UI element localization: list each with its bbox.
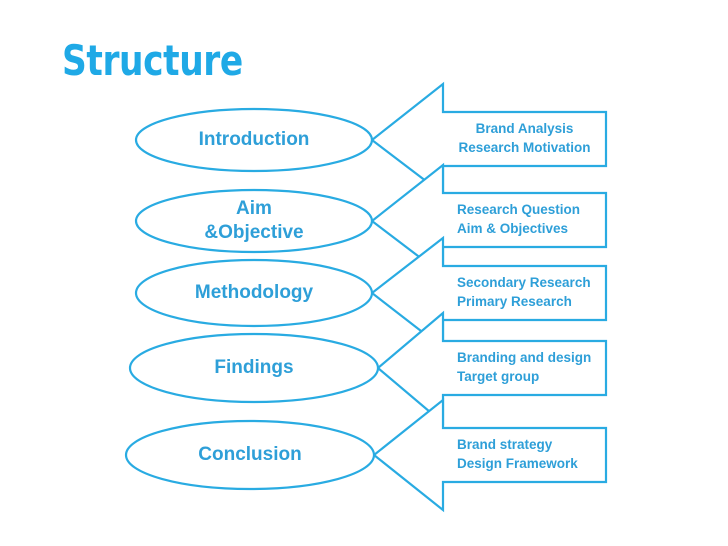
- callout-shape-findings[interactable]: [376, 310, 608, 426]
- node-label-aim-objective-1: &Objective: [204, 222, 303, 243]
- page-title: Structure: [62, 36, 243, 85]
- node-label-introduction-0: Introduction: [199, 129, 310, 150]
- node-ellipse-aim-objective[interactable]: [134, 188, 374, 254]
- callout-line-methodology-0: Secondary Research: [457, 275, 591, 290]
- callout-line-conclusion-0: Brand strategy: [457, 437, 553, 452]
- callout-line-aim-objective-0: Research Question: [457, 202, 580, 217]
- callout-line-methodology-1: Primary Research: [457, 294, 572, 309]
- node-ellipse-findings[interactable]: [128, 332, 380, 404]
- callout-shape-methodology[interactable]: [370, 235, 608, 351]
- node-label-methodology-0: Methodology: [195, 282, 314, 303]
- node-label-conclusion-0: Conclusion: [198, 444, 301, 465]
- callout-shape-introduction[interactable]: [370, 81, 608, 197]
- node-label-aim-objective-0: Aim: [236, 198, 272, 219]
- node-ellipse-methodology[interactable]: [134, 258, 374, 328]
- callout-line-aim-objective-1: Aim & Objectives: [457, 221, 568, 236]
- node-label-findings-0: Findings: [214, 357, 293, 378]
- callout-shape-conclusion[interactable]: [372, 397, 608, 513]
- node-ellipse-introduction[interactable]: [134, 107, 374, 173]
- callout-line-introduction-0: Brand Analysis: [476, 121, 574, 136]
- callout-shape-aim-objective[interactable]: [370, 162, 608, 278]
- callout-line-introduction-1: Research Motivation: [458, 140, 590, 155]
- callout-line-findings-1: Target group: [457, 369, 539, 384]
- node-ellipse-conclusion[interactable]: [124, 419, 376, 491]
- node-ellipses-layer: IntroductionAim&ObjectiveMethodologyFind…: [124, 107, 380, 491]
- callout-line-conclusion-1: Design Framework: [457, 456, 578, 471]
- callout-line-findings-0: Branding and design: [457, 350, 591, 365]
